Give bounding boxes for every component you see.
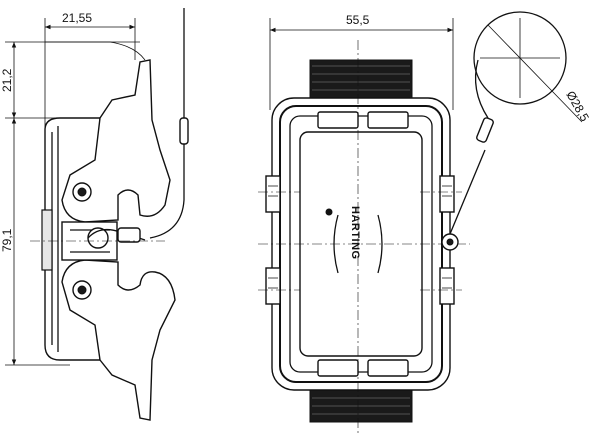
side-width-label: 21,55 [62,11,92,25]
top-right-latch [367,111,409,129]
lanyard-ring: Ø28,5 [441,11,592,251]
harting-logo: HARTING [325,206,383,274]
top-cable-gland [309,59,413,99]
side-top-label: 21,2 [0,68,14,92]
side-pegs [265,175,455,305]
ring-diameter-label: Ø28,5 [563,89,592,125]
bottom-left-latch [317,359,359,377]
front-view: 55,5 [258,11,592,436]
ring-circle [473,11,567,105]
logo-text: HARTING [349,206,361,260]
bottom-locking-lever [61,259,176,421]
bottom-right-latch [367,359,409,377]
top-locking-lever [61,59,171,223]
top-left-latch [317,111,359,129]
front-width-dimension: 55,5 [269,13,454,110]
side-height-label: 79,1 [0,228,14,252]
housing-seal [41,209,53,271]
front-width-label: 55,5 [346,13,370,27]
side-view: 21,55 21,2 79,1 [0,8,189,421]
